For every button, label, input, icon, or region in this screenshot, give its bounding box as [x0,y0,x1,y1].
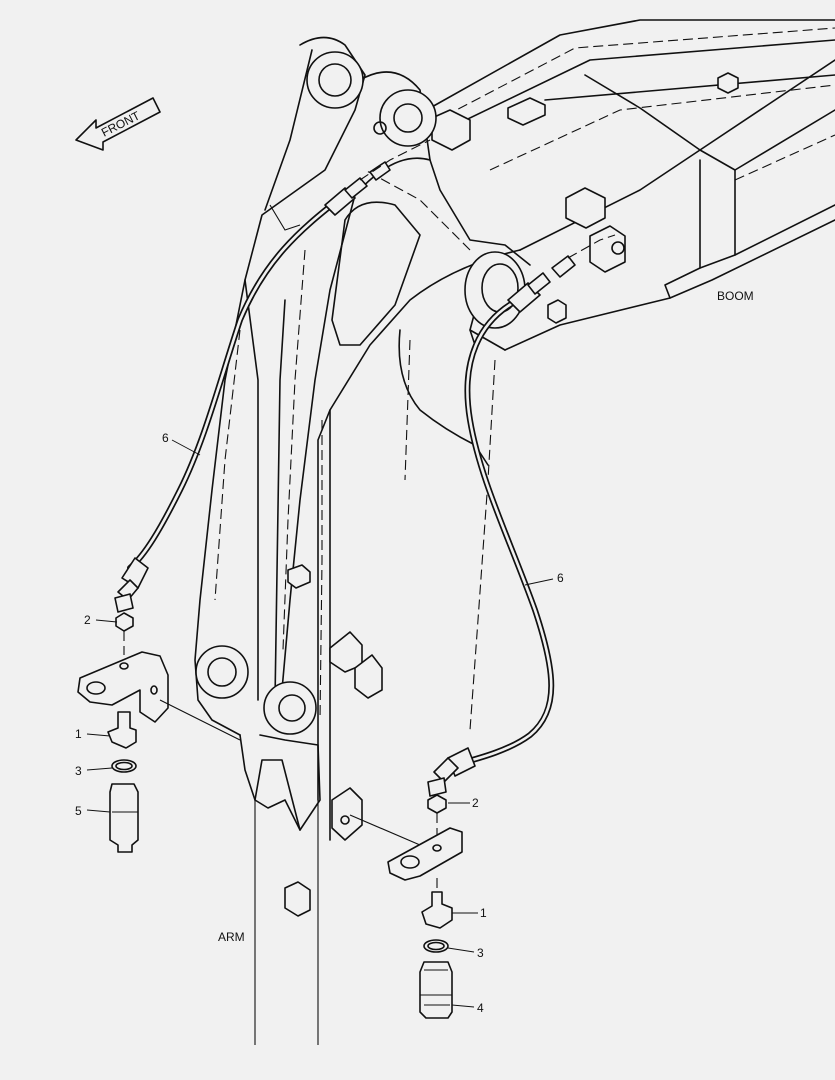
arm-label: ARM [218,930,245,944]
callout-adapter-right: 1 [480,906,487,920]
right-fittings [349,794,463,1019]
callout-oring-left: 3 [75,764,82,778]
callout-hose-right: 6 [557,571,564,585]
adapter-left [107,711,137,749]
coupler-left [109,783,139,853]
callout-oring-right: 3 [477,946,484,960]
adapter-right [421,891,453,929]
callout-coupler-right: 4 [477,1001,484,1015]
coupler-right [419,961,453,1019]
boom-structure [429,19,835,351]
front-label: FRONT [99,108,143,140]
front-arrow-icon: FRONT [75,97,161,151]
left-fittings [77,612,241,853]
hose-left-assembly [114,139,431,613]
arm-structure [194,36,531,1045]
callout-leaders [86,439,554,1008]
callout-hose-left: 6 [162,431,169,445]
nut-left [115,612,134,632]
boom-label: BOOM [717,289,754,303]
hose-right-assembly [427,234,616,797]
bracket-left [77,651,169,723]
callout-coupler-left: 5 [75,804,82,818]
callout-nut-left: 2 [84,613,91,627]
nut-right [427,794,447,814]
callout-nut-right: 2 [472,796,479,810]
callout-adapter-left: 1 [75,727,82,741]
